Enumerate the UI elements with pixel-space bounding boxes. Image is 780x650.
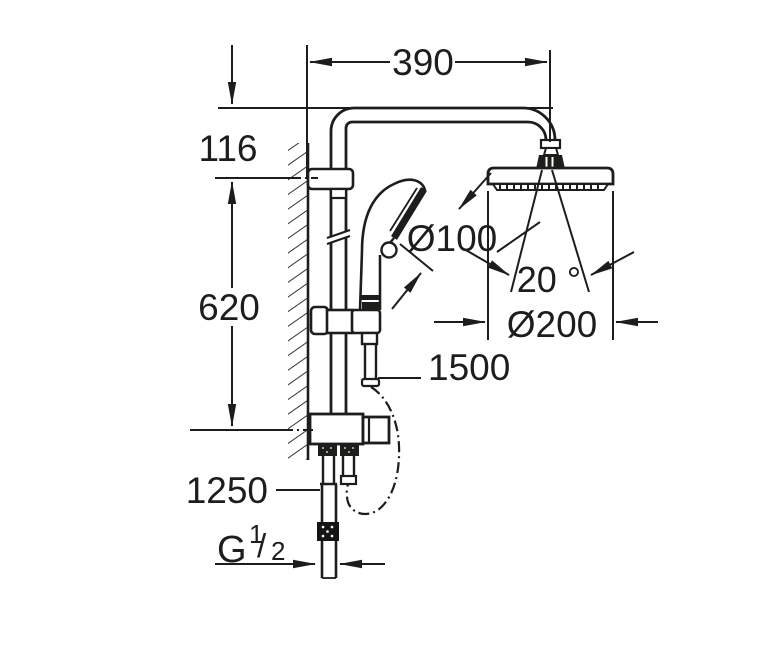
handle-grip-band	[362, 302, 379, 309]
hose-connector	[360, 331, 379, 346]
dimension-arm-to-bracket	[215, 45, 553, 179]
bracket-collar	[329, 187, 348, 200]
supply-height-label: 1250	[186, 470, 268, 511]
head-diameter-label: Ø200	[507, 304, 598, 345]
connector-neck	[542, 147, 560, 156]
handle-grip-band	[360, 295, 380, 300]
thread-numerator: 1	[249, 519, 263, 549]
nozzles	[499, 184, 599, 189]
shower-hose	[345, 331, 401, 515]
head-shower	[486, 138, 615, 191]
arm-to-bracket-label: 116	[199, 128, 258, 169]
handle-left	[358, 250, 364, 311]
diverter-valve	[308, 412, 391, 486]
hand-shower-head-outline	[360, 178, 427, 252]
threaded-union-nut	[317, 522, 339, 541]
rail-break-mask	[327, 230, 350, 244]
valve-body	[308, 412, 365, 446]
thread-slash: /	[257, 527, 267, 564]
slider-knob	[309, 305, 330, 336]
hose-loop	[345, 386, 401, 515]
handle-cup	[350, 308, 382, 335]
rail-break-line	[326, 228, 351, 240]
dimension-head-diameter	[434, 191, 658, 340]
rail-length-label: 620	[198, 287, 260, 328]
cone-right-line	[551, 169, 590, 293]
arm-projection-label: 390	[392, 42, 454, 83]
wall-hatch	[288, 143, 308, 460]
head-connector	[536, 155, 565, 169]
hand-shower-face-band	[391, 187, 427, 240]
hose-end-cap	[360, 377, 381, 388]
dimension-rail-length	[190, 181, 315, 431]
hand-diameter-label: Ø100	[407, 218, 498, 259]
head-shower-body	[486, 166, 615, 186]
slider-body	[325, 308, 355, 335]
supply-pipe	[317, 482, 339, 579]
shower-rail-and-arm	[306, 106, 557, 414]
dimension-arm-projection	[306, 45, 551, 177]
connection-nuts	[318, 444, 359, 456]
valve-outlet-port	[361, 415, 391, 445]
hose-outlet-cap	[339, 474, 358, 486]
thread-letter: G	[217, 529, 247, 571]
angle-arrow-left	[463, 248, 510, 276]
hand-shower	[358, 178, 427, 311]
thread-denominator: 2	[271, 536, 285, 566]
dimension-hand-diameter	[391, 172, 541, 310]
wall-section	[288, 143, 310, 460]
hose-length-label: 1500	[428, 347, 510, 388]
slider-holder	[309, 305, 382, 336]
rail-break-line	[326, 234, 351, 246]
spray-angle-label: 20 °	[517, 259, 581, 300]
hand-shower-swivel	[380, 241, 398, 259]
